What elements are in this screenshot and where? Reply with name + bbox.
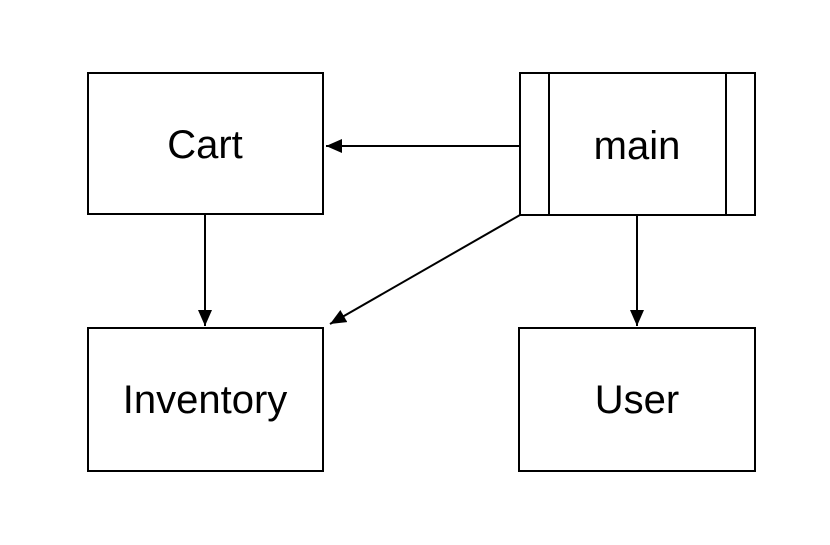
node-main-label: main xyxy=(594,124,681,168)
node-cart-box xyxy=(87,72,324,215)
node-main-box xyxy=(519,72,756,216)
node-user-box xyxy=(518,327,756,472)
node-cart-label: Cart xyxy=(167,123,243,167)
node-user-label: User xyxy=(595,378,679,422)
node-cart: Cart xyxy=(87,72,324,215)
node-inventory: Inventory xyxy=(87,327,324,472)
node-main: main xyxy=(519,72,756,216)
node-inventory-box xyxy=(87,327,324,472)
node-inventory-label: Inventory xyxy=(123,378,288,422)
node-user: User xyxy=(518,327,756,472)
edge-main-to-inventory xyxy=(329,214,521,325)
